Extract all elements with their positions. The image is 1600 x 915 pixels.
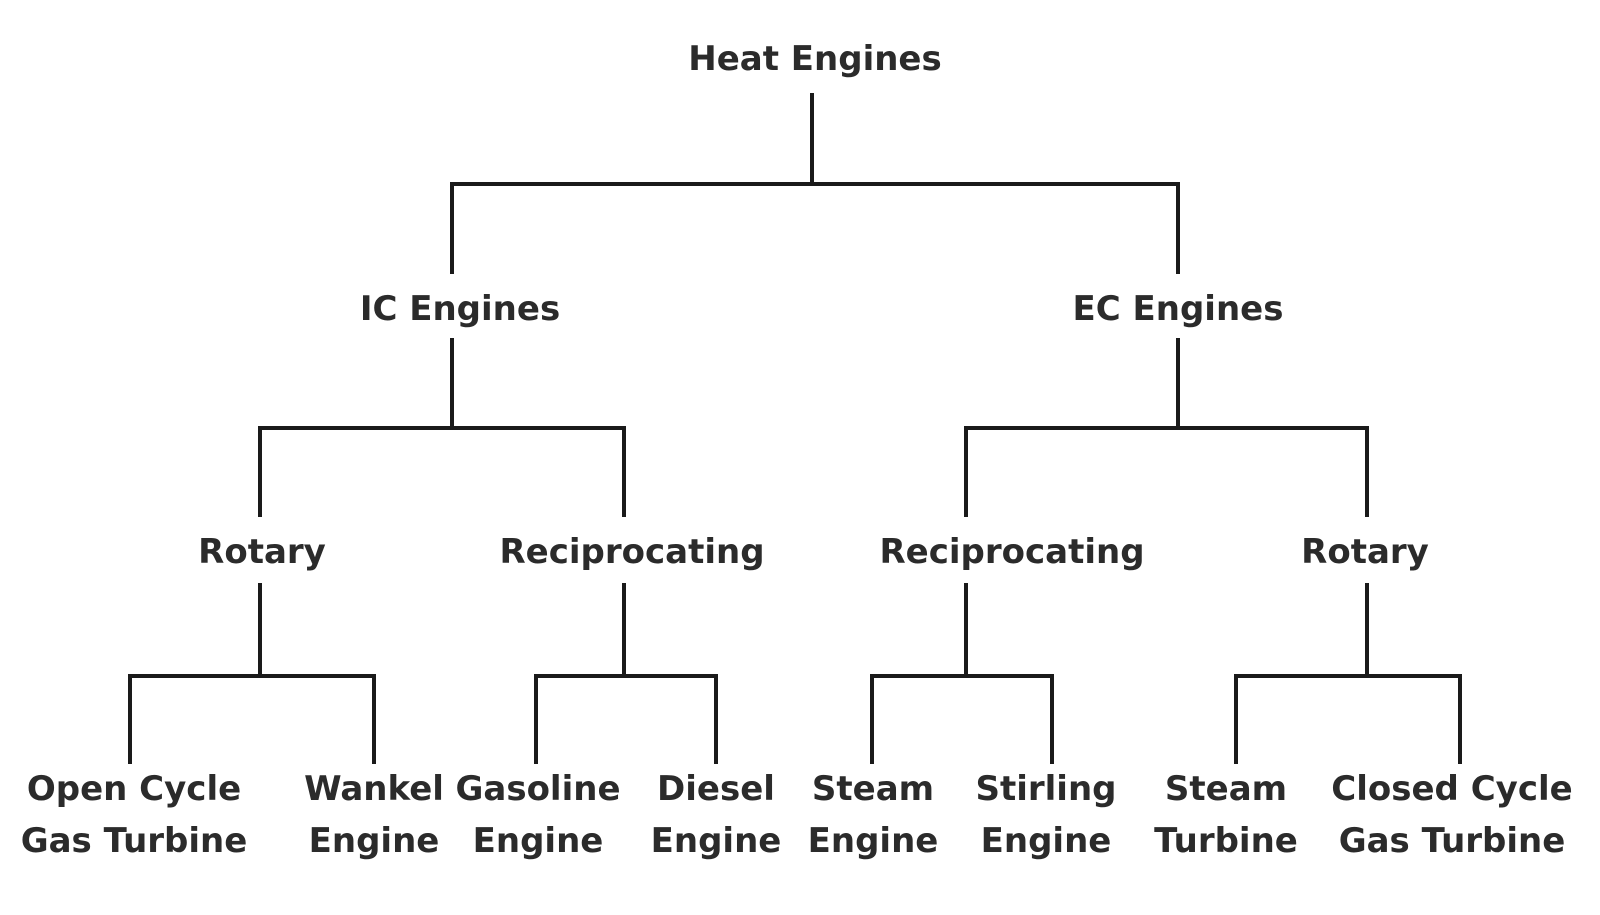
edges-ec-reciprocating (870, 583, 1054, 764)
node-ic-engines: IC Engines (360, 289, 560, 329)
leaf-closed-cycle-line2: Gas Turbine (1339, 821, 1566, 861)
leaf-stirling-line2: Engine (981, 821, 1112, 861)
node-ic-rotary: Rotary (198, 532, 326, 572)
edges-ec (964, 338, 1369, 517)
leaf-diesel-line2: Engine (651, 821, 782, 861)
leaf-wankel-line2: Engine (309, 821, 440, 861)
leaf-stirling-line1: Stirling (975, 769, 1116, 809)
leaf-open-cycle-line1: Open Cycle (27, 769, 241, 809)
leaf-steam-engine-line2: Engine (808, 821, 939, 861)
leaf-diesel-line1: Diesel (657, 769, 775, 809)
node-ec-reciprocating: Reciprocating (879, 532, 1144, 572)
leaf-gasoline-engine: Gasoline Engine (455, 769, 620, 861)
node-ic-reciprocating: Reciprocating (499, 532, 764, 572)
node-ec-engines: EC Engines (1073, 289, 1284, 329)
leaf-open-cycle-line2: Gas Turbine (21, 821, 248, 861)
node-heat-engines: Heat Engines (688, 39, 941, 79)
leaf-steam-turbine-line2: Turbine (1154, 821, 1298, 861)
leaf-gasoline-line2: Engine (473, 821, 604, 861)
leaf-closed-cycle-gas-turbine: Closed Cycle Gas Turbine (1331, 769, 1572, 861)
leaf-stirling-engine: Stirling Engine (975, 769, 1116, 861)
leaf-wankel-line1: Wankel (304, 769, 444, 809)
leaf-closed-cycle-line1: Closed Cycle (1331, 769, 1572, 809)
leaf-steam-engine-line1: Steam (812, 769, 934, 809)
leaf-steam-turbine: Steam Turbine (1154, 769, 1298, 861)
leaf-gasoline-line1: Gasoline (455, 769, 620, 809)
leaf-steam-engine: Steam Engine (808, 769, 939, 861)
edges-ic-rotary (128, 583, 376, 764)
edges-ec-rotary (1234, 583, 1462, 764)
leaf-diesel-engine: Diesel Engine (651, 769, 782, 861)
leaf-open-cycle-gas-turbine: Open Cycle Gas Turbine (21, 769, 248, 861)
edges-ic-reciprocating (534, 583, 718, 764)
edges-ic (258, 338, 626, 517)
leaf-wankel-engine: Wankel Engine (304, 769, 444, 861)
edges-root (450, 93, 1180, 274)
leaf-steam-turbine-line1: Steam (1165, 769, 1287, 809)
node-ec-rotary: Rotary (1301, 532, 1429, 572)
